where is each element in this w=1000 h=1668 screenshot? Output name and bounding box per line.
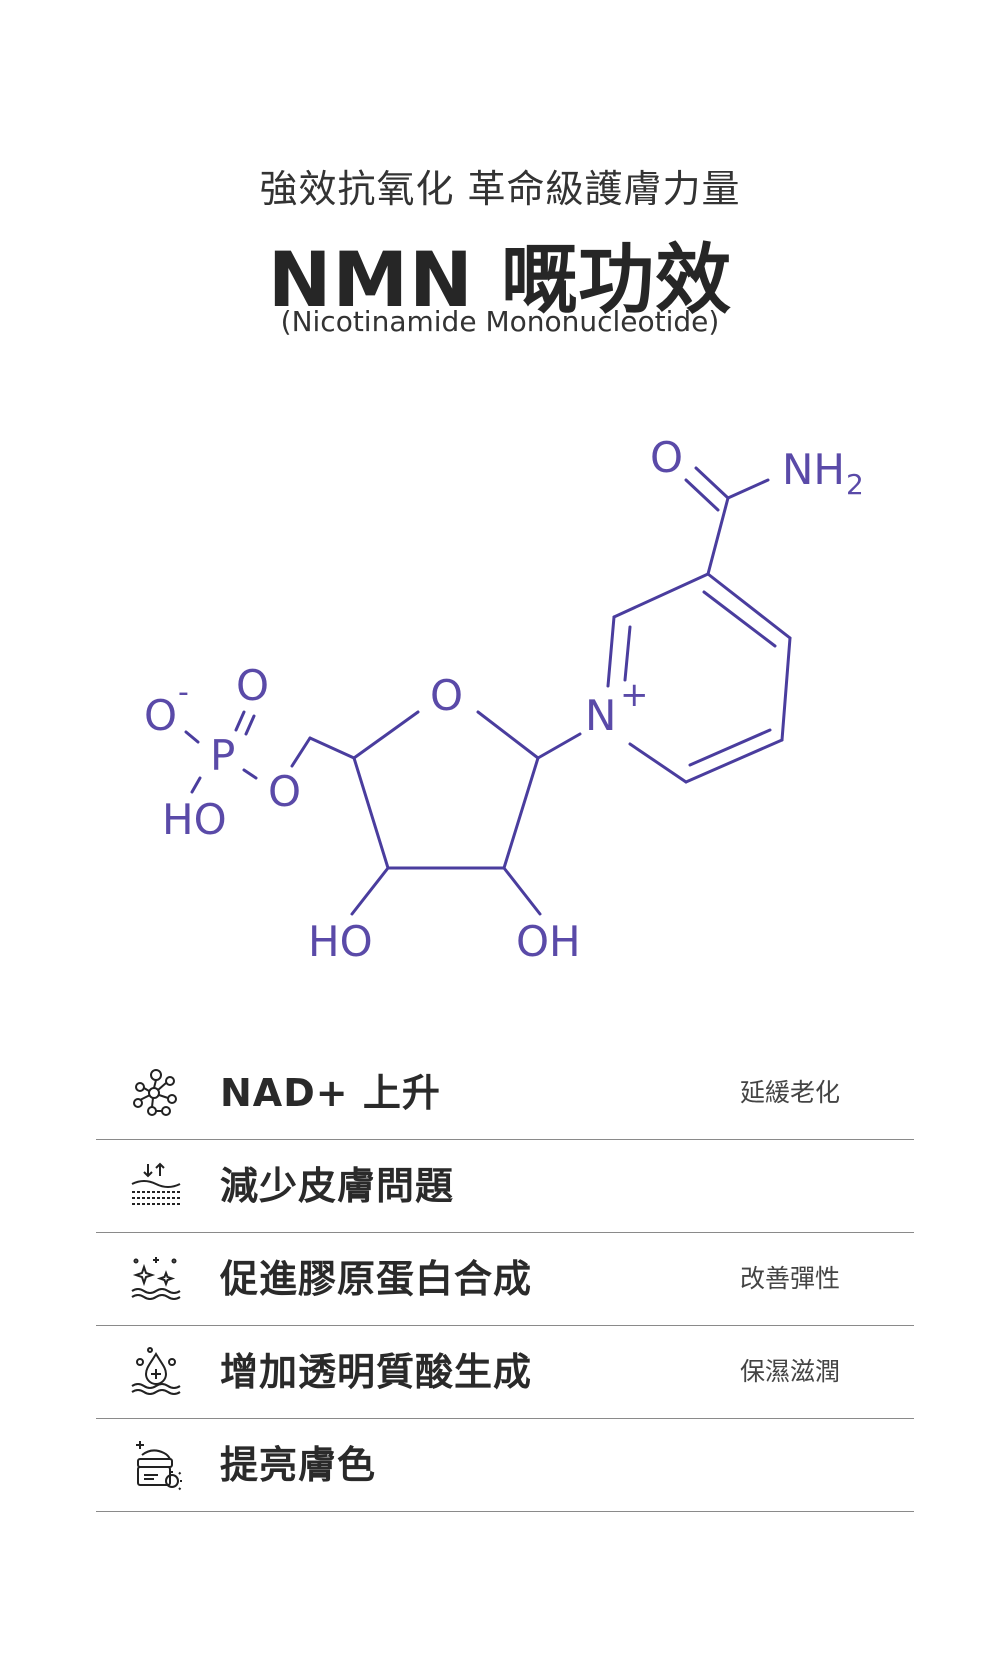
- skin-layers-icon: [131, 1162, 181, 1205]
- bond: [536, 732, 582, 760]
- bond: [350, 866, 390, 916]
- atom-n-plus: N: [585, 691, 616, 740]
- charge-minus: -: [178, 675, 189, 710]
- bond: [694, 466, 730, 500]
- benefit-row: 促進膠原蛋白合成 改善彈性: [96, 1233, 914, 1326]
- benefit-note: 改善彈性: [739, 1264, 840, 1293]
- benefit-label: 促進膠原蛋白合成: [220, 1257, 533, 1301]
- bond: [702, 590, 777, 648]
- bond: [726, 478, 770, 500]
- benefit-label: 增加透明質酸生成: [220, 1350, 533, 1394]
- bond: [476, 710, 540, 760]
- bond: [352, 756, 390, 870]
- atom-o-carbonyl: O: [650, 433, 683, 482]
- bond: [308, 736, 356, 760]
- page-title: NMN 嘅功效: [267, 235, 733, 324]
- bond: [234, 710, 246, 732]
- atom-nh2-subscript: 2: [846, 468, 864, 501]
- bond: [184, 730, 200, 744]
- atom-nh2: NH: [782, 445, 845, 494]
- bond: [623, 625, 632, 682]
- bond: [242, 768, 258, 780]
- benefits-list: NAD+ 上升 延緩老化 減少皮膚問題: [96, 1047, 914, 1512]
- atom-ho-phosphate: HO: [162, 795, 227, 844]
- bond: [502, 866, 542, 916]
- atom-o-p-top: O: [236, 661, 269, 710]
- cream-jar-icon: [136, 1441, 182, 1491]
- bond: [628, 742, 688, 784]
- atom-p: P: [210, 731, 235, 780]
- droplet-skin-icon: [131, 1347, 181, 1395]
- benefit-label: NAD+ 上升: [220, 1071, 441, 1115]
- bond: [688, 728, 772, 767]
- bond: [352, 710, 420, 760]
- benefit-note: 保濕滋潤: [739, 1357, 840, 1386]
- bond: [244, 714, 256, 736]
- bond: [706, 496, 730, 576]
- atom-oh-right: OH: [516, 917, 581, 966]
- latin-name: (Nicotinamide Mononucleotide): [280, 305, 720, 338]
- subtitle: 強效抗氧化 革命級護膚力量: [259, 167, 741, 211]
- bond: [684, 738, 784, 784]
- benefit-note: 延緩老化: [739, 1078, 840, 1107]
- benefit-label: 減少皮膚問題: [220, 1164, 455, 1208]
- bond: [612, 572, 710, 619]
- benefit-row: 增加透明質酸生成 保濕滋潤: [96, 1326, 914, 1419]
- bond: [502, 756, 540, 870]
- bond: [190, 776, 202, 794]
- bond: [706, 572, 792, 640]
- atom-o-bridge: O: [268, 767, 301, 816]
- bond: [606, 615, 616, 688]
- bond: [684, 478, 720, 512]
- benefit-row: 減少皮膚問題: [96, 1140, 914, 1233]
- benefit-row: 提亮膚色: [96, 1419, 914, 1512]
- benefit-row: NAD+ 上升 延緩老化: [96, 1047, 914, 1140]
- atom-o-minus: O: [144, 691, 177, 740]
- charge-plus: +: [620, 675, 649, 715]
- atom-o-ring: O: [430, 671, 463, 720]
- sparkle-skin-icon: [131, 1257, 181, 1300]
- molecule-cluster-icon: [133, 1069, 177, 1116]
- bond: [780, 636, 792, 742]
- bond: [290, 736, 312, 768]
- benefit-label: 提亮膚色: [220, 1443, 377, 1487]
- atom-ho-left: HO: [308, 917, 373, 966]
